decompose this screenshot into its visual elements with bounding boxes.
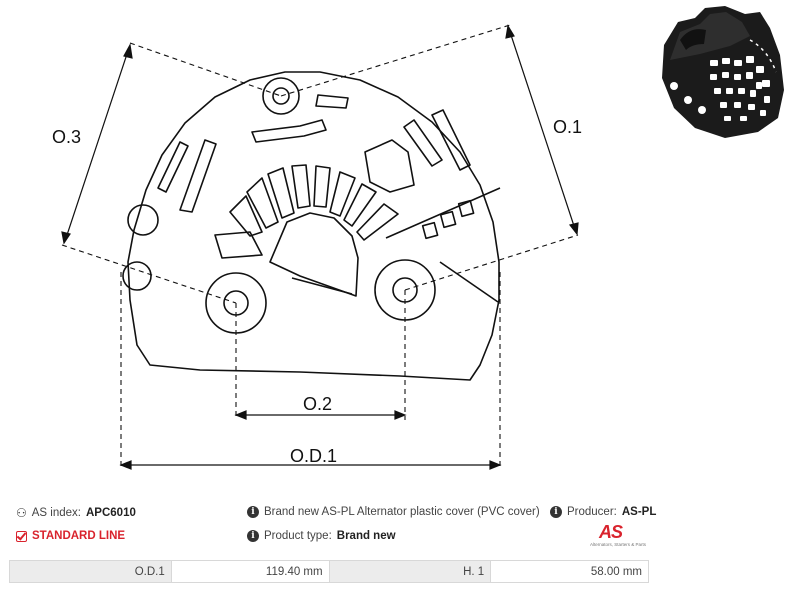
slot <box>251 119 327 143</box>
spec-value-h1: 58.00 mm <box>490 560 649 583</box>
slot <box>179 139 217 213</box>
logo-mark: AS <box>599 522 623 542</box>
slot <box>315 94 349 109</box>
mount-hole-top-inner <box>272 87 290 105</box>
edge-line <box>291 277 353 295</box>
description-row: i Brand new AS-PL Alternator plastic cov… <box>247 506 540 518</box>
as-pl-logo: AS Alternators, Starters & Parts <box>585 522 651 550</box>
slot <box>431 109 471 171</box>
as-index-label: AS index: <box>31 507 81 519</box>
spec-label-h1: H. 1 <box>328 560 492 583</box>
table-row: O.D.1 119.40 mm H. 1 58.00 mm <box>9 560 649 583</box>
dim-label-o1: O.1 <box>553 117 582 137</box>
producer-value: AS-PL <box>621 506 657 518</box>
logo-tagline: Alternators, Starters & Parts <box>589 542 647 547</box>
mount-hole-top <box>262 77 300 115</box>
dim-label-o2: O.2 <box>303 394 332 414</box>
slot <box>403 119 443 167</box>
rib <box>214 231 263 259</box>
product-type-value: Brand new <box>336 530 396 542</box>
rib <box>229 195 263 237</box>
standard-line-label: STANDARD LINE <box>32 530 126 542</box>
product-type-row: i Product type: Brand new <box>247 530 396 542</box>
bump-upper <box>127 204 159 236</box>
info-icon: i <box>550 506 562 518</box>
slot <box>157 141 189 193</box>
edge-line <box>439 261 499 303</box>
dim-label-o3: O.3 <box>52 127 81 147</box>
producer-row: i Producer: AS-PL <box>550 506 656 518</box>
technical-drawing: O.3 O.1 O.2 O.D.1 <box>52 24 582 470</box>
rib <box>329 171 356 217</box>
bump-lower <box>122 261 152 291</box>
product-photo <box>662 6 784 138</box>
vent-square <box>457 199 475 218</box>
vent-square <box>421 221 439 240</box>
rib <box>343 183 377 227</box>
vent-square <box>439 210 457 229</box>
info-icon: i <box>247 506 259 518</box>
rib <box>356 203 399 241</box>
standard-line-row: STANDARD LINE <box>16 530 125 542</box>
spec-label-od1: O.D.1 <box>9 560 172 583</box>
rib <box>313 165 331 208</box>
cover-outline <box>127 71 500 381</box>
spec-value-od1: 119.40 mm <box>170 560 330 583</box>
producer-label: Producer: <box>567 506 617 518</box>
product-description: Brand new AS-PL Alternator plastic cover… <box>264 506 540 518</box>
connector-block <box>364 139 415 193</box>
as-index-value: APC6010 <box>86 507 136 519</box>
dim-label-od1: O.D.1 <box>290 446 337 466</box>
checkbox-icon <box>16 530 27 542</box>
tag-icon: ⚇ <box>16 506 27 520</box>
rib <box>267 167 295 219</box>
rib <box>291 164 311 209</box>
edge-line <box>385 187 501 239</box>
spec-table: O.D.1 119.40 mm H. 1 58.00 mm <box>9 560 649 583</box>
product-type-label: Product type: <box>264 530 332 542</box>
central-hub <box>269 212 359 297</box>
rib <box>246 177 279 229</box>
info-icon: i <box>247 530 259 542</box>
as-index-row: ⚇ AS index: APC6010 <box>16 506 136 520</box>
